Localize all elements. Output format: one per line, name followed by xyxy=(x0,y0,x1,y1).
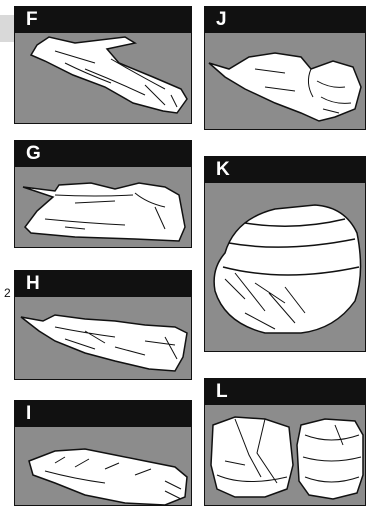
step-g-illustration xyxy=(15,167,192,248)
step-f-letter: F xyxy=(26,9,38,31)
step-i-letter: I xyxy=(26,403,31,425)
step-j-letter: J xyxy=(216,9,227,31)
step-h-letter: H xyxy=(26,273,40,295)
step-j-panel: J xyxy=(204,6,366,130)
step-i-header: I xyxy=(15,401,191,427)
step-k-illustration xyxy=(205,183,366,352)
step-g-letter: G xyxy=(26,143,41,165)
step-l-header: L xyxy=(205,379,365,405)
step-k-letter: K xyxy=(216,159,230,181)
step-f-header: F xyxy=(15,7,191,33)
step-k-panel: K xyxy=(204,156,366,352)
step-l-illustration xyxy=(205,405,366,506)
step-k-header: K xyxy=(205,157,365,183)
step-g-panel: G xyxy=(14,140,192,248)
step-f-panel: F xyxy=(14,6,192,124)
step-l-letter: L xyxy=(216,381,228,403)
step-l-panel: L xyxy=(204,378,366,506)
step-g-header: G xyxy=(15,141,191,167)
step-j-header: J xyxy=(205,7,365,33)
step-j-illustration xyxy=(205,33,366,130)
step-i-panel: I xyxy=(14,400,192,506)
step-h-illustration xyxy=(15,297,192,380)
step-h-header: H xyxy=(15,271,191,297)
step-h-panel: H xyxy=(14,270,192,380)
step-f-illustration xyxy=(15,33,192,124)
section-tab xyxy=(0,15,14,42)
page-number: 2 xyxy=(4,286,11,300)
step-i-illustration xyxy=(15,427,192,506)
